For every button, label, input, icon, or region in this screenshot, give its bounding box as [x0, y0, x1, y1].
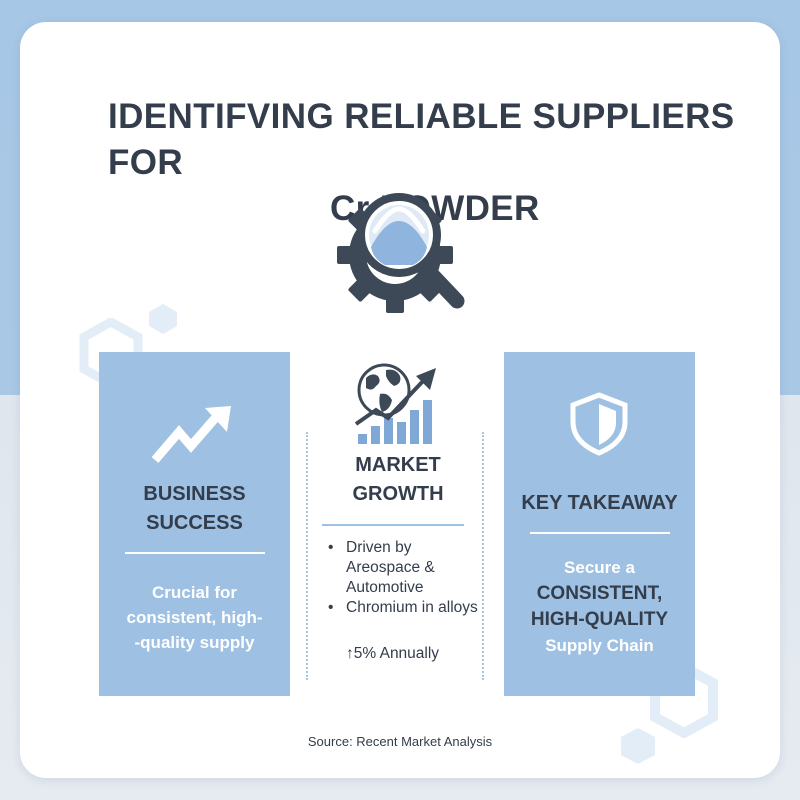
magnifier-gear-icon	[337, 193, 465, 313]
dotted-separator	[482, 432, 484, 680]
panel-divider	[125, 552, 265, 554]
bullet-icon: •	[328, 599, 334, 616]
panel-title: KEY TAKEAWAY	[521, 492, 678, 514]
panel-text-line: -quality supply	[134, 633, 255, 652]
panel-text-line: Crucial for	[151, 583, 238, 602]
growth-rate: ↑5% Annually	[346, 645, 440, 662]
source-note: Source: Recent Market Analysis	[307, 734, 493, 749]
list-item-line: Automotive	[346, 579, 424, 596]
panel-text-line: Secure a	[564, 558, 635, 577]
market-growth-column: MARKET GROWTH • Driven by Areospace & Au…	[310, 352, 486, 682]
panel-divider	[530, 532, 670, 534]
list-item-line: Driven by	[346, 539, 412, 556]
list-item-line: Chromium in alloys	[346, 599, 478, 616]
title-line-1: IDENTIFVING RELIABLE SUPPLIERS FOR	[108, 97, 735, 182]
panel-title-line: SUCCESS	[146, 512, 243, 534]
list-item-line: Areospace &	[346, 559, 435, 576]
business-success-panel: BUSINESS SUCCESS Crucial for consistent,…	[99, 352, 290, 696]
panel-text: Crucial for consistent, high- -quality s…	[107, 580, 282, 655]
key-takeaway-panel: KEY TAKEAWAY Secure a CONSISTENT, HIGH-Q…	[504, 352, 695, 696]
hexagon-decor-icon	[621, 728, 655, 764]
market-growth-list: • Driven by Areospace & Automotive • Chr…	[326, 538, 486, 618]
globe-bar-chart-icon	[354, 363, 436, 444]
column-title-line: MARKET	[355, 454, 441, 476]
shield-icon	[570, 392, 628, 456]
list-item: • Chromium in alloys	[326, 598, 486, 618]
panel-text-line: CONSISTENT,	[536, 583, 663, 604]
panel-title-line: BUSINESS	[143, 483, 246, 505]
dotted-separator	[306, 432, 308, 680]
panel-title: BUSINESS SUCCESS	[99, 480, 290, 538]
panel-text-line: Supply Chain	[545, 636, 654, 655]
panel-text: Secure a CONSISTENT, HIGH-QUALITY Supply…	[512, 555, 687, 659]
bullet-icon: •	[328, 539, 334, 556]
list-item: • Driven by Areospace & Automotive	[326, 538, 486, 598]
panel-text-line: consistent, high-	[126, 608, 263, 627]
hexagon-decor-icon	[149, 304, 177, 334]
page-title: IDENTIFVING RELIABLE SUPPLIERS FOR Cr PO…	[108, 94, 768, 232]
infographic-card: IDENTIFVING RELIABLE SUPPLIERS FOR Cr PO…	[20, 22, 780, 778]
column-title-line: GROWTH	[352, 483, 444, 505]
column-title: MARKET GROWTH	[310, 451, 486, 509]
panel-text-line: HIGH-QUALITY	[530, 609, 669, 630]
column-divider	[322, 524, 464, 526]
trending-up-arrow-icon	[151, 406, 231, 463]
